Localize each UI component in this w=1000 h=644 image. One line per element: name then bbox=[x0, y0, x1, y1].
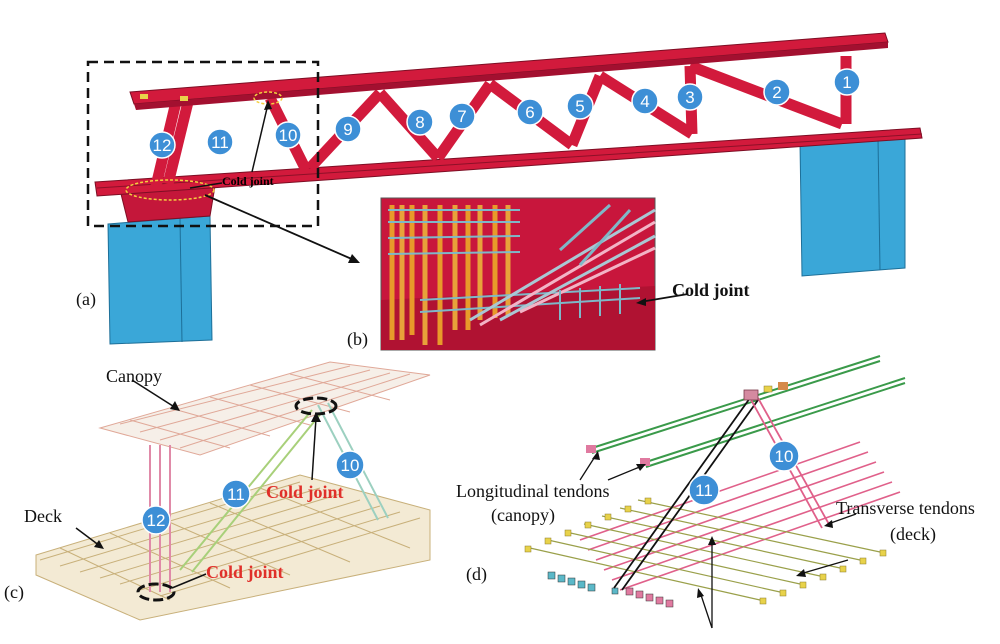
svg-text:12: 12 bbox=[147, 511, 166, 530]
panel-d: Longitudinal tendons (canopy) Transverse… bbox=[456, 355, 975, 629]
right-pier bbox=[799, 135, 906, 277]
svg-text:6: 6 bbox=[525, 103, 534, 122]
svg-text:7: 7 bbox=[457, 107, 466, 126]
svg-text:9: 9 bbox=[343, 120, 352, 139]
cold-joint-label-c2: Cold joint bbox=[206, 562, 284, 582]
member-badges-c: 12 11 10 bbox=[141, 450, 365, 535]
deck-a bbox=[94, 127, 923, 197]
svg-text:11: 11 bbox=[695, 481, 713, 500]
panel-b: Cold joint (b) bbox=[347, 197, 750, 351]
cold-joint-label-c1: Cold joint bbox=[266, 482, 344, 502]
longitudinal-tendons-label: Longitudinal tendons bbox=[456, 481, 609, 501]
longitudinal-tendons-sub: (canopy) bbox=[491, 505, 555, 526]
zoom-box bbox=[86, 60, 320, 228]
svg-text:11: 11 bbox=[227, 485, 245, 504]
svg-text:10: 10 bbox=[775, 447, 794, 466]
panel-label-c: (c) bbox=[4, 582, 24, 603]
member-badges-d: 11 10 bbox=[688, 440, 800, 506]
svg-text:4: 4 bbox=[640, 92, 649, 111]
svg-text:5: 5 bbox=[575, 97, 584, 116]
svg-text:12: 12 bbox=[153, 136, 172, 155]
svg-text:1: 1 bbox=[842, 73, 851, 92]
cold-joint-label-b: Cold joint bbox=[672, 280, 750, 300]
svg-text:10: 10 bbox=[341, 456, 360, 475]
panel-label-d: (d) bbox=[466, 564, 487, 585]
svg-text:8: 8 bbox=[415, 113, 424, 132]
canopy-label: Canopy bbox=[106, 366, 162, 386]
deck-label: Deck bbox=[24, 506, 62, 526]
svg-text:10: 10 bbox=[279, 126, 298, 145]
svg-text:3: 3 bbox=[685, 88, 694, 107]
transverse-tendons-sub: (deck) bbox=[890, 524, 936, 545]
transverse-tendons-label: Transverse tendons bbox=[836, 498, 975, 518]
panel-a: Cold joint 1 2 3 4 5 6 7 8 9 10 11 12 (a… bbox=[76, 32, 923, 345]
member-badges-a: 1 2 3 4 5 6 7 8 9 10 11 12 bbox=[148, 68, 861, 159]
left-pier bbox=[107, 215, 213, 345]
svg-text:2: 2 bbox=[772, 83, 781, 102]
svg-text:11: 11 bbox=[211, 133, 229, 152]
cold-joint-label-a: Cold joint bbox=[222, 174, 274, 188]
panel-label-b: (b) bbox=[347, 329, 368, 350]
panel-c: Canopy Deck Cold joint Cold joint 12 11 … bbox=[4, 361, 431, 621]
panel-label-a: (a) bbox=[76, 289, 96, 310]
